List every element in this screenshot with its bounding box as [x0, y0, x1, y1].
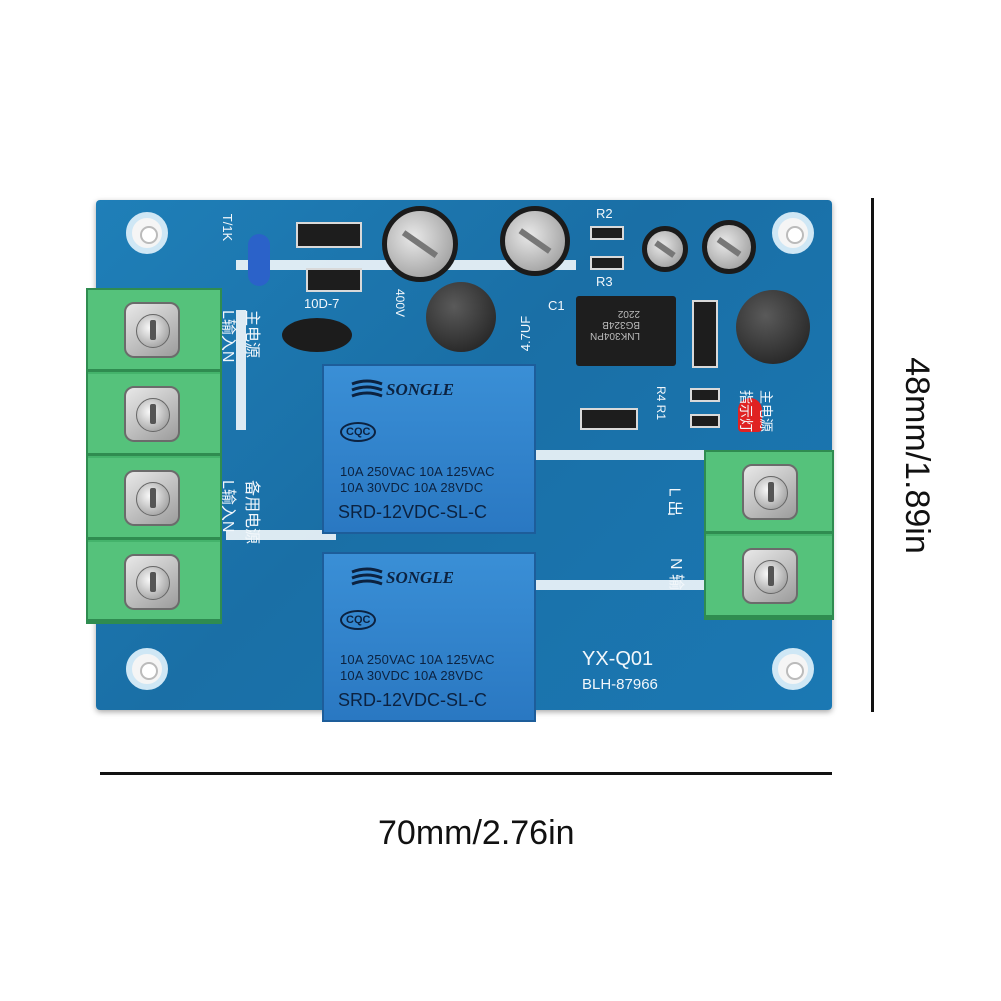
ic-chip-label: LNK304PN BG324B 2202 — [590, 308, 641, 341]
relay-rating-2: 10A 30VDC 10A 28VDC — [340, 480, 484, 495]
capacitor-voltage-label: 400V — [393, 288, 408, 318]
trace — [236, 310, 246, 430]
relay-cert: CQC — [340, 610, 377, 630]
r3-label: R3 — [596, 274, 613, 289]
varistor — [282, 318, 352, 352]
relay-cert: CQC — [340, 422, 377, 442]
relay-model: SRD-12VDC-SL-C — [338, 502, 488, 522]
fuse-label: T/1K — [220, 213, 236, 242]
cap-c1-label: C1 — [548, 298, 565, 313]
output-n-label: N 输 — [667, 557, 685, 591]
trace — [536, 580, 706, 590]
resistor — [590, 256, 624, 270]
relay-rating-2: 10A 30VDC 10A 28VDC — [340, 668, 484, 683]
relay-backup: SONGLE CQC 10A 250VAC 10A 125VAC 10A 30V… — [322, 552, 536, 722]
height-dimension-line — [871, 198, 874, 712]
screw-icon — [124, 470, 180, 526]
diode-label: 10D-7 — [304, 296, 340, 311]
r2-label: R2 — [596, 206, 613, 221]
relay-brand: SONGLE — [386, 380, 455, 399]
model-label: YX-Q01 — [582, 648, 654, 670]
inductor — [736, 290, 810, 364]
terminal — [88, 374, 220, 456]
output-terminal-block — [704, 450, 834, 620]
terminal — [706, 536, 832, 618]
width-dimension-line — [100, 772, 832, 775]
inductor — [426, 282, 496, 352]
mounting-hole — [126, 648, 168, 690]
relay-rating-1: 10A 250VAC 10A 125VAC — [340, 464, 495, 479]
backup-power-label: 备用电源 L输入N — [219, 480, 260, 545]
trace — [526, 450, 706, 460]
resistor — [590, 226, 624, 240]
smd-component — [580, 408, 638, 430]
main-power-label: 主电源 L输入N — [219, 310, 260, 363]
output-l-label: L 出 — [665, 487, 683, 517]
ic-chip — [576, 296, 676, 366]
board-code-label: BLH-87966 — [582, 676, 658, 693]
cap-value-label: 4.7UF — [518, 315, 534, 352]
capacitor — [382, 206, 458, 282]
screw-icon — [124, 554, 180, 610]
smd-component — [692, 300, 718, 368]
smd-diode — [306, 268, 362, 292]
terminal — [88, 290, 220, 372]
screw-icon — [124, 302, 180, 358]
mounting-hole — [126, 212, 168, 254]
relay-brand: SONGLE — [386, 568, 455, 587]
input-terminal-block — [86, 288, 222, 624]
capacitor — [642, 226, 688, 272]
r4r1-label: R4 R1 — [654, 385, 669, 421]
indicator-led — [738, 398, 762, 432]
terminal — [706, 452, 832, 534]
songle-logo-icon — [351, 567, 383, 586]
resistor — [690, 388, 720, 402]
height-dimension-label: 48mm/1.89in — [897, 357, 936, 554]
relay-rating-1: 10A 250VAC 10A 125VAC — [340, 652, 495, 667]
screw-icon — [742, 548, 798, 604]
screw-icon — [124, 386, 180, 442]
capacitor — [702, 220, 756, 274]
mounting-hole — [772, 212, 814, 254]
terminal — [88, 458, 220, 540]
relay-model: SRD-12VDC-SL-C — [338, 690, 488, 710]
trace — [226, 530, 336, 540]
smd-diode — [296, 222, 362, 248]
indicator-label: 主电源 指示灯 — [738, 390, 774, 432]
terminal — [88, 542, 220, 622]
fuse — [248, 234, 270, 286]
mounting-hole — [772, 648, 814, 690]
screw-icon — [742, 464, 798, 520]
capacitor — [500, 206, 570, 276]
relay-main: SONGLE CQC 10A 250VAC 10A 125VAC 10A 30V… — [322, 364, 536, 534]
width-dimension-label: 70mm/2.76in — [378, 814, 575, 852]
resistor — [690, 414, 720, 428]
songle-logo-icon — [351, 379, 383, 398]
